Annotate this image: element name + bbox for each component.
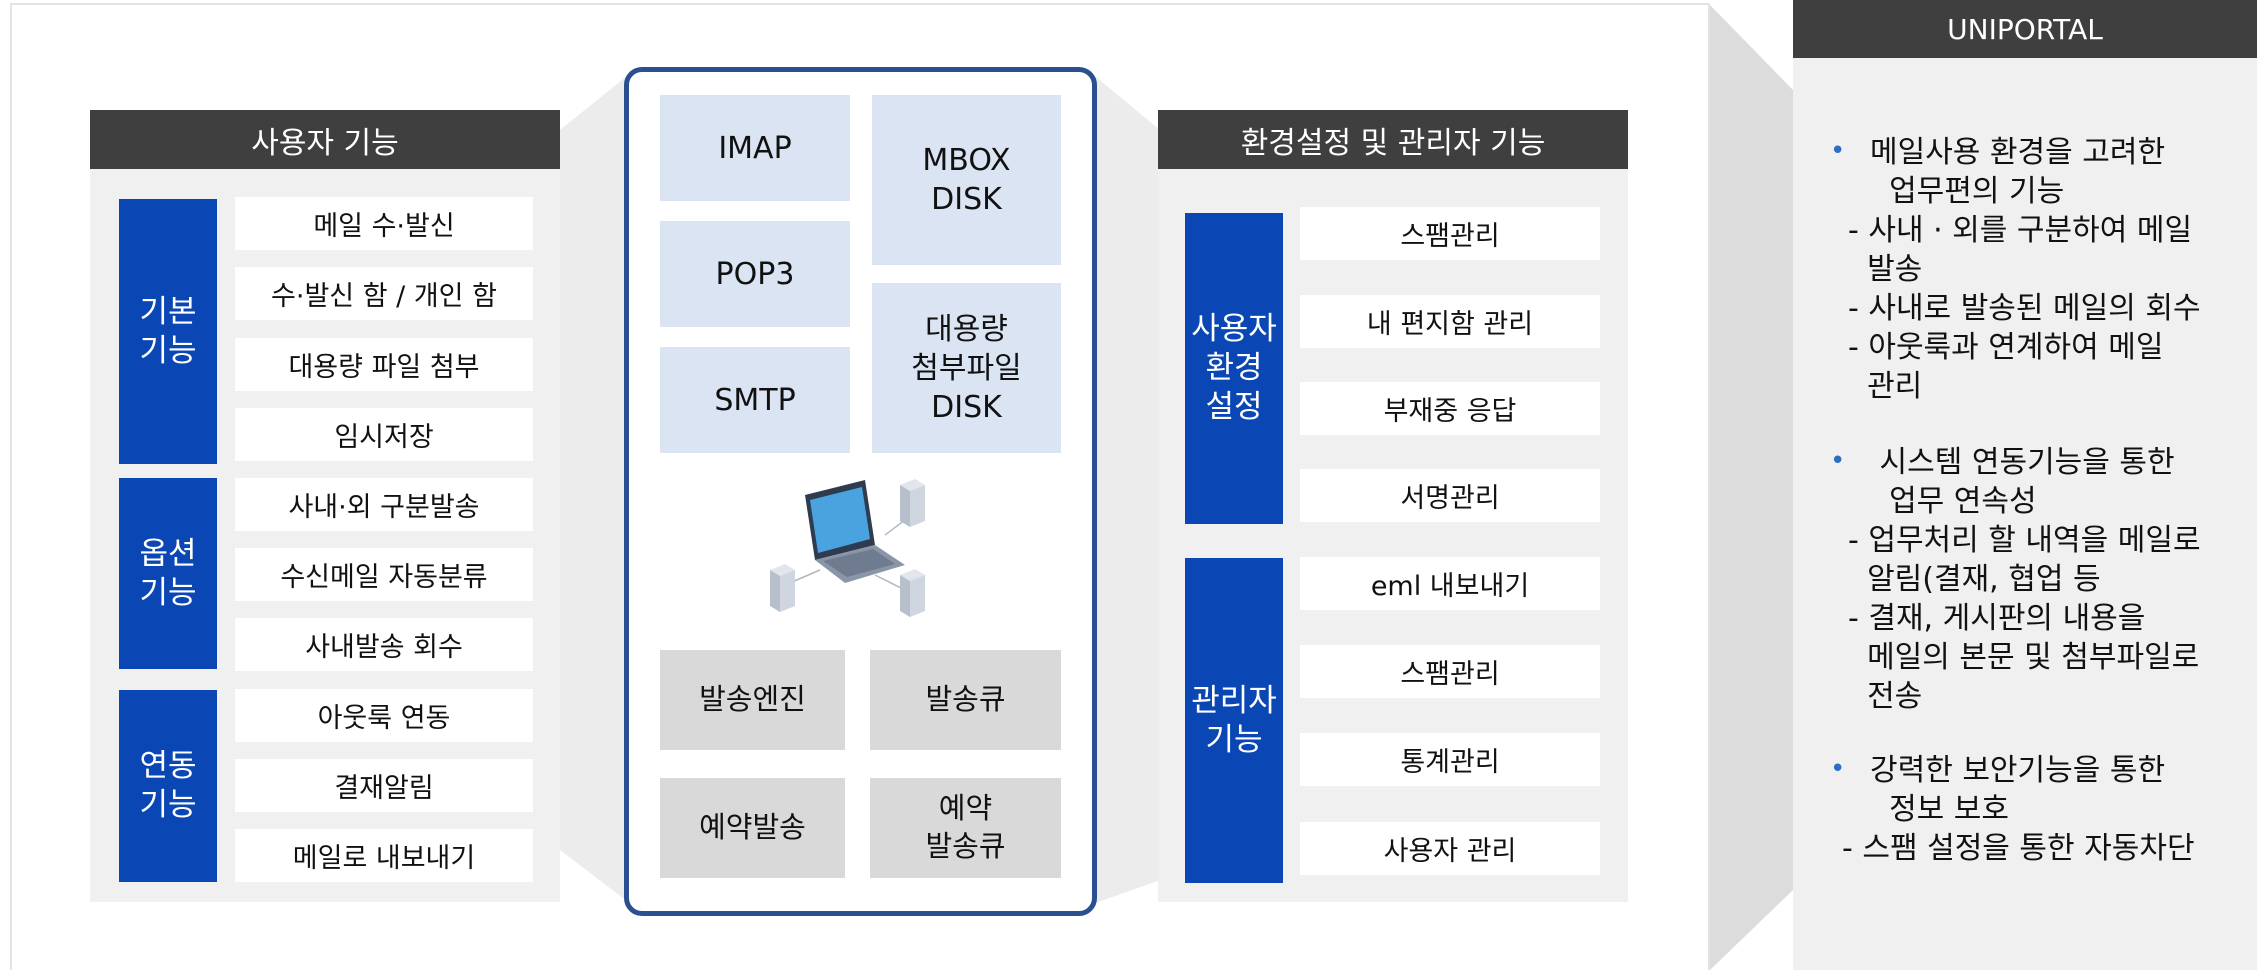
setting-item: 서명관리 <box>1300 469 1600 522</box>
laptop-servers-icon <box>770 479 925 617</box>
admin-functions-title: 환경설정 및 관리자 기능 <box>1158 110 1628 169</box>
group-label-user-settings: 사용자 환경 설정 <box>1185 213 1283 524</box>
send-engine: 발송엔진 <box>660 650 845 750</box>
attachment-disk: 대용량 첨부파일 DISK <box>872 283 1061 453</box>
uniportal-bullet-3: 강력한 보안기능을 통한 정보 보호 <box>1870 753 2166 827</box>
uniportal-bullet-1: 메일사용 환경을 고려한 업무편의 기능 <box>1870 135 2166 209</box>
bullet-icon: • <box>1830 754 1846 784</box>
setting-item: 스팸관리 <box>1300 207 1600 260</box>
send-queue: 발송큐 <box>870 650 1061 750</box>
feature-item: 메일로 내보내기 <box>235 829 533 882</box>
protocol-imap: IMAP <box>660 95 850 201</box>
setting-item: 내 편지함 관리 <box>1300 295 1600 348</box>
uniportal-sub: - 사내로 발송된 메일의 회수 <box>1848 291 2201 326</box>
left-connector <box>560 72 632 905</box>
setting-item: 부재중 응답 <box>1300 382 1600 435</box>
scheduled-send-queue: 예약 발송큐 <box>870 778 1061 878</box>
right-connector <box>1090 72 1160 905</box>
feature-item: 수·발신 함 / 개인 함 <box>235 267 533 320</box>
group-label-basic: 기본 기능 <box>119 199 217 464</box>
scheduled-send: 예약발송 <box>660 778 845 878</box>
uniportal-sub: - 스팸 설정을 통한 자동차단 <box>1842 831 2195 866</box>
user-functions-title: 사용자 기능 <box>90 110 560 169</box>
uniportal-connector <box>1710 5 1793 970</box>
uniportal-title: UNIPORTAL <box>1793 0 2257 58</box>
group-label-integration: 연동 기능 <box>119 690 217 882</box>
uniportal-sub: - 결재, 게시판의 내용을 메일의 본문 및 첨부파일로 전송 <box>1848 601 2200 714</box>
feature-item: 사내·외 구분발송 <box>235 478 533 531</box>
group-label-admin: 관리자 기능 <box>1185 558 1283 883</box>
uniportal-panel <box>1793 58 2257 970</box>
feature-item: 사내발송 회수 <box>235 618 533 671</box>
bullet-icon: • <box>1830 136 1846 166</box>
protocol-pop3: POP3 <box>660 221 850 327</box>
bullet-icon: • <box>1830 446 1846 476</box>
uniportal-sub: - 사내 · 외를 구분하여 메일 발송 <box>1848 213 2193 287</box>
mbox-disk: MBOX DISK <box>872 95 1061 265</box>
feature-item: 임시저장 <box>235 408 533 461</box>
feature-item: 메일 수·발신 <box>235 197 533 250</box>
setting-item: 스팸관리 <box>1300 645 1600 698</box>
setting-item: eml 내보내기 <box>1300 557 1600 610</box>
setting-item: 사용자 관리 <box>1300 822 1600 875</box>
feature-item: 수신메일 자동분류 <box>235 548 533 601</box>
feature-item: 대용량 파일 첨부 <box>235 338 533 391</box>
uniportal-bullet-2: 시스템 연동기능을 통한 업무 연속성 <box>1879 445 2175 519</box>
setting-item: 통계관리 <box>1300 733 1600 786</box>
feature-item: 아웃룩 연동 <box>235 689 533 742</box>
group-label-option: 옵션 기능 <box>119 478 217 669</box>
uniportal-sub: - 업무처리 할 내역을 메일로 알림(결재, 협업 등 <box>1848 523 2201 597</box>
uniportal-sub: - 아웃룩과 연계하여 메일 관리 <box>1848 330 2164 404</box>
feature-item: 결재알림 <box>235 759 533 812</box>
protocol-smtp: SMTP <box>660 347 850 453</box>
